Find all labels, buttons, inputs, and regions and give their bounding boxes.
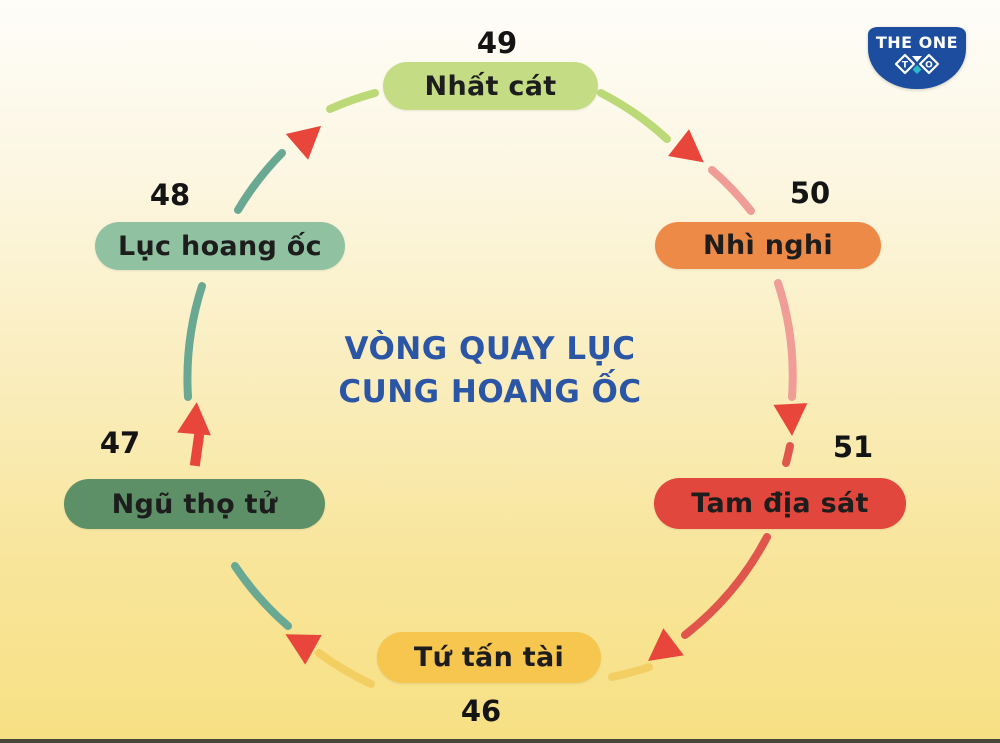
the-one-logo-text: THE ONE (875, 33, 959, 52)
cycle-arrow-icon (285, 125, 322, 160)
arc-segment (681, 533, 771, 639)
arc-segment (597, 89, 671, 143)
cycle-arrow-stem (189, 433, 205, 467)
arc-segment (315, 649, 375, 688)
node-label: Ngũ thọ tử (111, 488, 278, 520)
cycle-arrow-icon (285, 634, 322, 665)
arc-segment (774, 279, 797, 401)
the-one-diamonds-icon: T O (894, 53, 940, 75)
node-label: Lục hoang ốc (118, 230, 322, 262)
arc-segment (782, 442, 794, 467)
arc-segment (183, 282, 206, 401)
node-number-nhat-cat: 49 (476, 26, 518, 60)
node-label: Nhì nghi (703, 230, 833, 261)
node-number-nhi-nghi: 50 (789, 176, 831, 210)
node-tu-tan-tai: Tứ tấn tài (377, 632, 601, 683)
the-one-logo-badge: THE ONE T O (868, 27, 966, 89)
diagram-title-line2: CUNG HOANG ỐC (338, 374, 642, 410)
node-ngu-tho-tu: Ngũ thọ tử (64, 479, 325, 529)
logo-letter-o: O (925, 61, 933, 71)
node-number-tam-dia-sat: 51 (832, 430, 874, 464)
diagram-title-line1: VÒNG QUAY LỤC (344, 331, 636, 367)
arc-segment (708, 166, 755, 215)
arc-segment (326, 89, 379, 113)
cycle-arrow-icon (668, 129, 704, 163)
node-nhat-cat: Nhất cát (383, 62, 598, 110)
node-luc-hoang-oc: Lục hoang ốc (95, 222, 345, 270)
node-number-ngu-tho-tu: 47 (99, 426, 141, 460)
diagram-title: VÒNG QUAY LỤC CUNG HOANG ỐC (290, 328, 690, 414)
bottom-edge-strip (0, 739, 1000, 743)
node-number-luc-hoang-oc: 48 (149, 178, 191, 212)
node-number-tu-tan-tai: 46 (460, 694, 502, 728)
node-label: Tam địa sát (691, 488, 869, 519)
cycle-arrow-icon (773, 403, 808, 436)
node-label: Tứ tấn tài (413, 642, 565, 673)
arc-segment (231, 562, 292, 630)
logo-letter-t: T (902, 61, 909, 71)
arc-segment (608, 663, 653, 681)
cycle-arrow-icon (648, 628, 684, 662)
node-tam-dia-sat: Tam địa sát (654, 478, 906, 529)
node-label: Nhất cát (424, 70, 557, 102)
cycle-arrow-icon (177, 402, 211, 436)
node-nhi-nghi: Nhì nghi (655, 222, 881, 269)
arc-segment (234, 149, 286, 214)
